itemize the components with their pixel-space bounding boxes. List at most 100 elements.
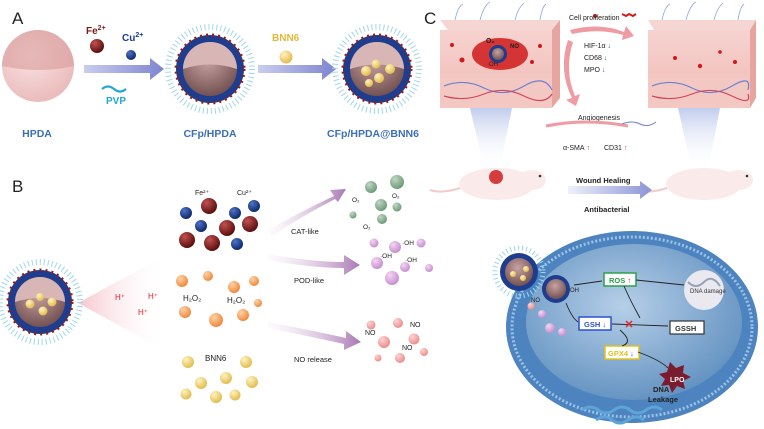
mouse-healed — [636, 168, 753, 200]
angiogenesis-label: Angiogenesis — [578, 115, 621, 122]
mouse-wounded — [429, 168, 546, 200]
wounded-skin-block — [440, 1, 560, 108]
hif-label: HIF-1α ↓ — [584, 43, 611, 50]
pod-like-label: POD-like — [294, 276, 324, 285]
prolif-cells — [621, 12, 637, 18]
bnn6-cluster — [180, 356, 258, 403]
arrow-a-2 — [258, 58, 336, 80]
panel-b: B H⁺ H⁺ H⁺ — [0, 175, 433, 403]
angio-arrow — [545, 120, 629, 128]
arrow-wound-healing — [568, 181, 652, 199]
o2-products — [349, 175, 404, 224]
fe-ion-label: Fe2+ — [86, 25, 106, 37]
lpo-burst — [659, 362, 691, 393]
o2-label-c: O₂ — [486, 38, 495, 45]
angio-vessel — [621, 121, 657, 127]
h-plus-1: H⁺ — [115, 293, 125, 302]
gssh-label: GSSH — [675, 324, 696, 333]
panel-a-letter: A — [12, 9, 24, 28]
h2o2-label-2: H₂O₂ — [227, 296, 245, 305]
gpx4-label: GPX4 ↓ — [608, 349, 634, 358]
metal-ion-cluster — [179, 198, 260, 251]
arrow-a-1 — [84, 58, 164, 80]
spotlight-right — [678, 108, 720, 170]
pvp-label: PVP — [106, 96, 126, 107]
mpo-label: MPO ↓ — [584, 67, 605, 74]
arrow-pod — [268, 254, 360, 275]
dna-strand-1 — [581, 405, 663, 415]
label-cfp-hpda-bnn6: CFp/HPDA@BNN6 — [327, 128, 419, 140]
gsh-box — [578, 316, 612, 331]
oh-label-c: ·OH — [487, 62, 498, 68]
panel-a: A Fe2+ Cu2+ PVP BNN6 — [2, 9, 422, 140]
cell-proliferation-label: Cell proliferation — [569, 15, 620, 22]
wound-healing-label: Wound Healing — [576, 176, 631, 185]
cu-label-b: Cu²⁺ — [237, 190, 252, 197]
inhibition-mark — [625, 320, 633, 328]
h-plus-3: H⁺ — [138, 308, 148, 317]
oh-products — [369, 238, 433, 285]
bnn6-label-a: BNN6 — [272, 33, 300, 44]
no-label-c: NO — [510, 44, 519, 50]
oh-label-2: ·OH — [380, 253, 392, 260]
oh-label-1: ·OH — [402, 240, 414, 247]
oh-label-cell: ·OH — [568, 288, 579, 294]
antibacterial-label: Antibacterial — [584, 205, 629, 214]
acid-cone — [78, 254, 168, 352]
cfp-hpda-particle — [165, 24, 255, 114]
fe-label-b: Fe²⁺ — [195, 190, 210, 197]
spotlight-left — [470, 108, 512, 168]
h-plus-2: H⁺ — [148, 292, 158, 301]
o2-label-1: O₂ — [352, 197, 360, 204]
no-release-label: NO release — [294, 355, 332, 364]
cd31-label: CD31 ↑ — [604, 145, 627, 152]
o2-label-3: O₂ — [363, 224, 371, 231]
arrow-cat — [268, 189, 346, 236]
pathway-arrows — [565, 279, 685, 369]
fe-ion-ball — [90, 39, 104, 53]
no-products — [366, 318, 428, 363]
hpda-particle — [2, 30, 74, 102]
bnn6-label-b: BNN6 — [205, 354, 227, 363]
gsh-label: GSH ↓ — [584, 320, 606, 329]
bnn6-ball-a — [279, 50, 293, 64]
particle-on-bacterium — [492, 245, 546, 299]
no-label-3: NO — [402, 345, 413, 352]
o2-label-2: O₂ — [392, 193, 400, 200]
pvp-wave — [101, 85, 127, 93]
h2o2-cluster — [176, 271, 262, 327]
gssh-box — [669, 320, 705, 335]
no-label-1: NO — [365, 330, 376, 337]
cfp-hpda-bnn6-particle-b — [0, 259, 83, 345]
cu-ion-ball — [126, 50, 136, 60]
label-hpda: HPDA — [22, 128, 52, 140]
lpo-label: LPO — [670, 377, 685, 384]
arrow-c-curve — [563, 40, 580, 106]
h2o2-label-1: H₂O₂ — [183, 294, 201, 303]
oh-label-3: ·OH — [405, 257, 417, 264]
ros-label: ROS ↑ — [609, 276, 631, 285]
healed-skin-block — [648, 1, 756, 108]
dna-damage-label: DNA damage — [690, 289, 726, 295]
dna-leakage-label-1: DNA — [653, 385, 670, 394]
dna-leakage-label-2: Leakage — [648, 395, 678, 404]
panel-c: C O₂ NO ·OH — [424, 1, 758, 425]
no-label-cell: NO — [531, 298, 540, 304]
label-cfp-hpda: CFp/HPDA — [183, 128, 236, 140]
no-label-2: NO — [410, 322, 421, 329]
panel-c-letter: C — [424, 9, 436, 28]
arrow-no — [268, 322, 361, 350]
ros-box — [603, 272, 637, 287]
particle-inside-bacterium — [527, 275, 570, 336]
cat-like-label: CAT-like — [291, 227, 319, 236]
panel-b-letter: B — [12, 177, 23, 196]
arrow-c-top — [570, 26, 634, 40]
cfp-hpda-bnn6-particle — [332, 24, 422, 114]
cd68-label: CD68 ↓ — [584, 55, 607, 62]
asma-label: α-SMA ↑ — [563, 145, 590, 152]
cu-ion-label: Cu2+ — [122, 32, 143, 44]
dna-strand-2 — [595, 415, 645, 425]
prolif-dot — [593, 14, 597, 18]
